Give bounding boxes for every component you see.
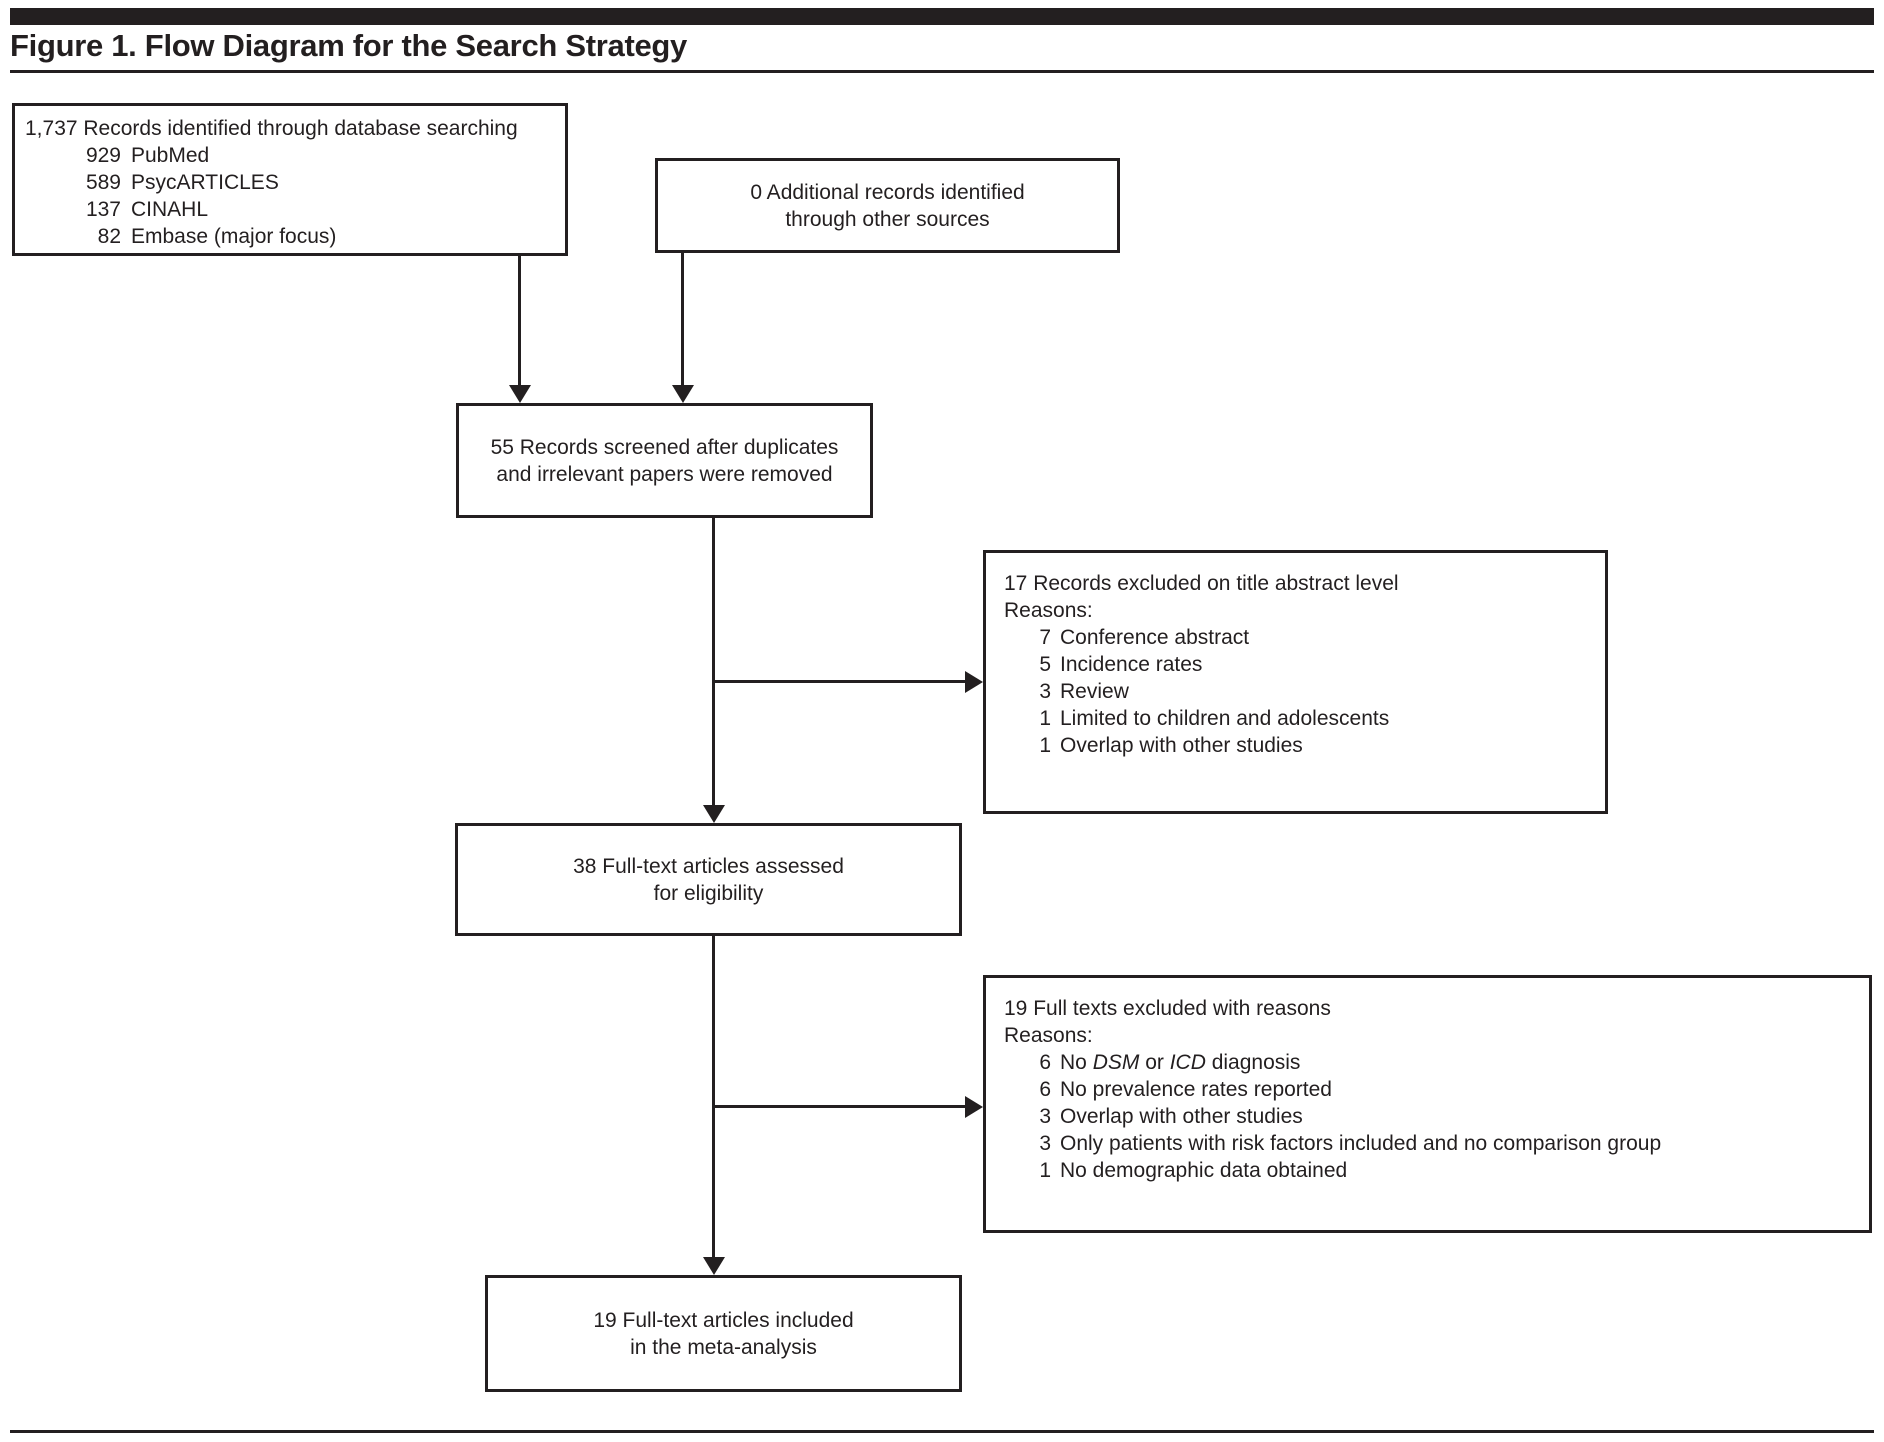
reason-count: 1 (1039, 707, 1051, 730)
source-row: 929 PubMed (25, 142, 555, 169)
records-screened-line1: 55 Records screened after duplicates (490, 435, 839, 459)
reason-text: No DSM or ICD diagnosis (1060, 1051, 1301, 1074)
reason-row: 3 Only patients with risk factors includ… (1038, 1130, 1851, 1157)
additional-records-line1: 0 Additional records identified (750, 180, 1025, 204)
reason-row: 3 Review (1038, 678, 1587, 705)
reason-count: 5 (1039, 653, 1051, 676)
fulltext-assessed-line1: 38 Full-text articles assessed (573, 854, 844, 878)
figure-bottom-rule (10, 1430, 1874, 1433)
fulltext-excluded-reasons: 6 No DSM or ICD diagnosis 6 No prevalenc… (1004, 1049, 1851, 1184)
arrow-assessed-to-included-head (703, 1257, 725, 1275)
reason-text: Overlap with other studies (1060, 734, 1303, 757)
reason-count: 6 (1039, 1078, 1051, 1101)
excluded-title-abstract-heading: 17 Records excluded on title abstract le… (1004, 572, 1399, 595)
reason-text: Conference abstract (1060, 626, 1250, 649)
source-name: CINAHL (131, 198, 209, 221)
reason-count: 3 (1039, 1105, 1051, 1128)
reason-text: Overlap with other studies (1060, 1105, 1303, 1128)
reason-row: 6 No prevalence rates reported (1038, 1076, 1851, 1103)
source-count: 929 (85, 144, 121, 167)
source-row: 82 Embase (major focus) (25, 223, 555, 250)
reason-count: 1 (1039, 734, 1051, 757)
reason-count: 7 (1039, 626, 1051, 649)
box-additional-records: 0 Additional records identified through … (655, 158, 1120, 253)
source-name: PubMed (131, 144, 210, 167)
records-identified-sources: 929 PubMed 589 PsycARTICLES 137 CINAHL 8… (25, 142, 555, 250)
reason-row: 5 Incidence rates (1038, 651, 1587, 678)
arrow-identified-to-screened-line (518, 255, 521, 390)
arrow-screened-to-assessed-head (703, 805, 725, 823)
excluded-title-abstract-reasons: 7 Conference abstract 5 Incidence rates … (1004, 624, 1587, 759)
additional-records-line2: through other sources (785, 207, 990, 231)
arrow-additional-to-screened-head (672, 385, 694, 403)
reason-text: Incidence rates (1060, 653, 1203, 676)
branch-to-fulltext-excluded-line (714, 1105, 966, 1108)
reason-text: Limited to children and adolescents (1060, 707, 1390, 730)
arrow-identified-to-screened-head (509, 385, 531, 403)
reason-row: 1 Limited to children and adolescents (1038, 705, 1587, 732)
included-line1: 19 Full-text articles included (593, 1308, 854, 1332)
reason-count: 3 (1039, 680, 1051, 703)
box-records-screened: 55 Records screened after duplicates and… (456, 403, 873, 518)
reason-row: 6 No DSM or ICD diagnosis (1038, 1049, 1851, 1076)
reason-text: No demographic data obtained (1060, 1159, 1348, 1182)
reason-row: 3 Overlap with other studies (1038, 1103, 1851, 1130)
reason-text: Only patients with risk factors included… (1060, 1132, 1662, 1155)
figure-header-bar (10, 8, 1874, 25)
records-identified-heading: 1,737 Records identified through databas… (25, 117, 518, 140)
fulltext-excluded-reasons-label: Reasons: (1004, 1024, 1093, 1047)
box-excluded-title-abstract: 17 Records excluded on title abstract le… (983, 550, 1608, 814)
source-count: 82 (97, 225, 121, 248)
source-name: PsycARTICLES (131, 171, 279, 194)
arrow-assessed-to-included-line (712, 936, 715, 1258)
box-records-identified: 1,737 Records identified through databas… (12, 103, 568, 256)
reason-row: 1 Overlap with other studies (1038, 732, 1587, 759)
reason-text: No prevalence rates reported (1060, 1078, 1332, 1101)
arrow-additional-to-screened-line (681, 253, 684, 390)
fulltext-excluded-heading: 19 Full texts excluded with reasons (1004, 997, 1331, 1020)
figure-title: Figure 1. Flow Diagram for the Search St… (10, 28, 687, 63)
source-row: 589 PsycARTICLES (25, 169, 555, 196)
reason-row: 1 No demographic data obtained (1038, 1157, 1851, 1184)
branch-to-fulltext-excluded-head (965, 1096, 983, 1118)
reason-count: 6 (1039, 1051, 1051, 1074)
source-row: 137 CINAHL (25, 196, 555, 223)
reason-text: Review (1060, 680, 1129, 703)
source-count: 137 (85, 198, 121, 221)
reason-count: 3 (1039, 1132, 1051, 1155)
branch-to-excluded-title-abstract-head (965, 671, 983, 693)
fulltext-assessed-line2: for eligibility (653, 881, 764, 905)
records-screened-line2: and irrelevant papers were removed (496, 462, 833, 486)
source-count: 589 (85, 171, 121, 194)
box-fulltext-excluded: 19 Full texts excluded with reasons Reas… (983, 975, 1872, 1233)
included-line2: in the meta-analysis (630, 1335, 817, 1359)
figure-title-rule (10, 70, 1874, 73)
box-fulltext-assessed: 38 Full-text articles assessed for eligi… (455, 823, 962, 936)
reason-count: 1 (1039, 1159, 1051, 1182)
box-included-meta-analysis: 19 Full-text articles included in the me… (485, 1275, 962, 1392)
reason-row: 7 Conference abstract (1038, 624, 1587, 651)
arrow-screened-to-assessed-line (712, 518, 715, 808)
excluded-title-abstract-reasons-label: Reasons: (1004, 599, 1093, 622)
branch-to-excluded-title-abstract-line (714, 680, 966, 683)
source-name: Embase (major focus) (131, 225, 337, 248)
